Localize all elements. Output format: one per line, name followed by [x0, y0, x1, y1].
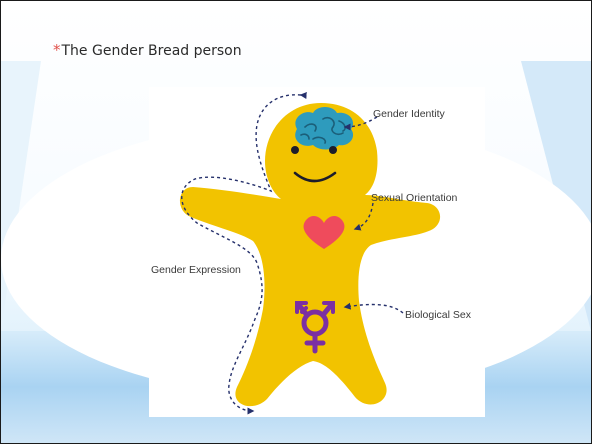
- gingerbread-body: [180, 103, 440, 406]
- label-biological-sex: Biological Sex: [405, 309, 472, 321]
- brain-icon: [295, 107, 353, 150]
- label-gender-expression: Gender Expression: [151, 264, 241, 276]
- label-sexual-orientation: Sexual Orientation: [371, 192, 458, 204]
- label-gender-identity: Gender Identity: [373, 108, 446, 120]
- left-eye: [291, 146, 299, 154]
- right-eye: [329, 146, 337, 154]
